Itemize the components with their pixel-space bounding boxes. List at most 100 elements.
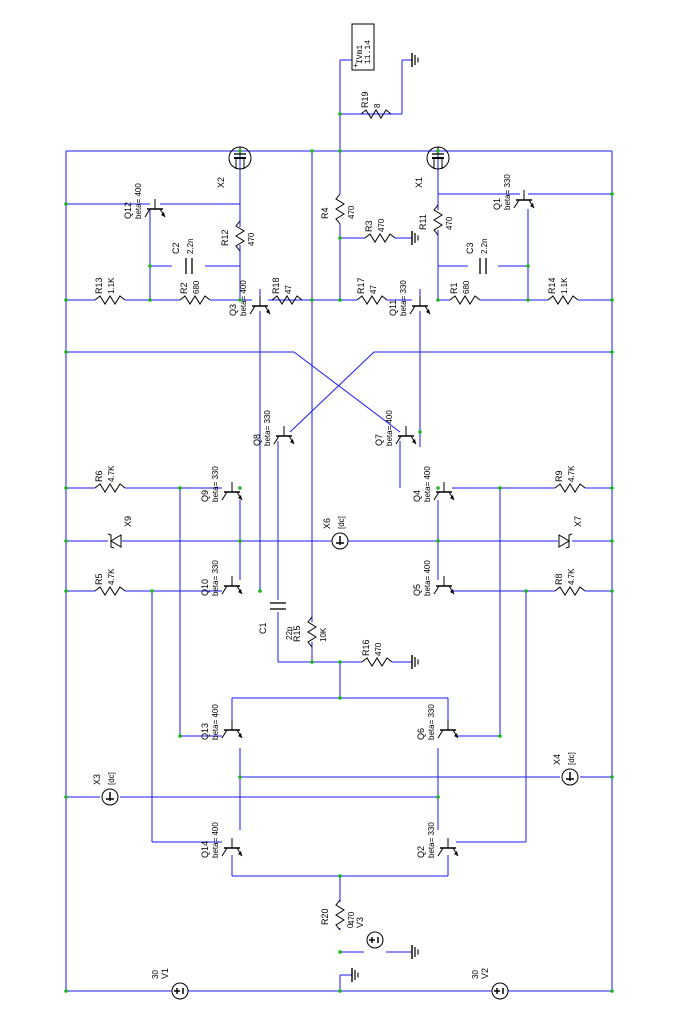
junction-dot [338,149,342,153]
resistor-label: R20 [320,908,330,925]
resistor-label: R1 [449,282,459,294]
mosfet-label: X2 [216,177,226,188]
resistor-body [94,295,126,305]
junction-dot [610,350,614,354]
transistor-beta: beta= 330 [399,280,408,316]
current-source-label: X3 [92,774,102,785]
zener-x9: X9 [107,516,133,549]
resistor-body [547,295,579,305]
resistor-value: 680 [462,280,471,294]
meter-name: IVm1 [356,45,365,64]
zener-bar [107,533,115,549]
resistor-body [356,295,388,305]
current-source-value: [dc] [337,516,346,529]
ground-symbol [411,945,419,959]
transistor-beta: beta= 400 [211,822,220,858]
junction-dot [238,775,242,779]
transistor-arrow [238,733,242,738]
junction-dot [610,298,614,302]
meter-plus: + [353,62,358,71]
transistor-lead [221,729,228,739]
junction-dot [338,660,342,664]
current-source-label: X6 [322,518,332,529]
transistor-lead [395,435,402,445]
junction-dot [64,486,68,490]
voltage-source-label: V1 [160,968,170,979]
transistor-label: Q13 [200,723,210,740]
wire-segment [293,351,401,433]
junction-dot [526,264,530,268]
junction-dot [150,589,154,593]
voltage-source-value: 30 [151,970,160,979]
resistor-value: 470 [445,216,454,230]
transistor-lead [221,585,228,595]
junction-dot [64,989,68,993]
junction-dot [64,298,68,302]
junction-dot [338,874,342,878]
transistor-beta: beta= 330 [503,174,512,210]
zener-label: X7 [573,516,583,527]
junction-dot [178,734,182,738]
mosfet-label: X1 [414,177,424,188]
resistor-label: R2 [179,282,189,294]
transistor-arrow [412,439,416,444]
resistor-value: 1.1K [107,277,116,294]
ground-symbol [411,231,419,245]
resistor-value: 4.7K [567,568,576,585]
transistor-arrow [426,309,430,314]
current-source-label: X4 [552,754,562,765]
wire-segment [289,351,375,433]
transistor-beta: beta= 400 [423,466,432,502]
transistor-label: Q9 [200,490,210,502]
transistor-label: Q10 [200,579,210,596]
transistor-label: Q5 [412,584,422,596]
zener-triangle [558,534,570,548]
ground-symbol [351,968,359,982]
transistor-arrow [290,439,294,444]
resistor-body [307,616,317,648]
resistor-label: R4 [320,207,330,219]
transistor-lead [437,729,444,739]
transistor-beta: beta= 400 [423,560,432,596]
resistor-body [360,109,392,119]
transistor-beta: beta= 400 [134,183,143,219]
junction-dot [238,149,242,153]
capacitor-value: 22p [285,626,294,640]
transistor-arrow [238,495,242,500]
transistor-arrow [530,203,534,208]
transistor-arrow [266,309,270,314]
transistor-beta: beta= 330 [427,822,436,858]
junction-dot [178,486,182,490]
zener-label: X9 [123,516,133,527]
resistor-value: 10K [319,627,328,642]
capacitor-value: 2.2n [186,238,195,254]
junction-dot [610,775,614,779]
resistor-body [449,295,481,305]
current-source-value: [dc] [567,752,576,765]
resistor-value: 8 [373,103,382,108]
transistor-lead [249,305,256,315]
resistor-value: 47 [369,285,378,294]
junction-dot [338,950,342,954]
transistor-lead [437,847,444,857]
